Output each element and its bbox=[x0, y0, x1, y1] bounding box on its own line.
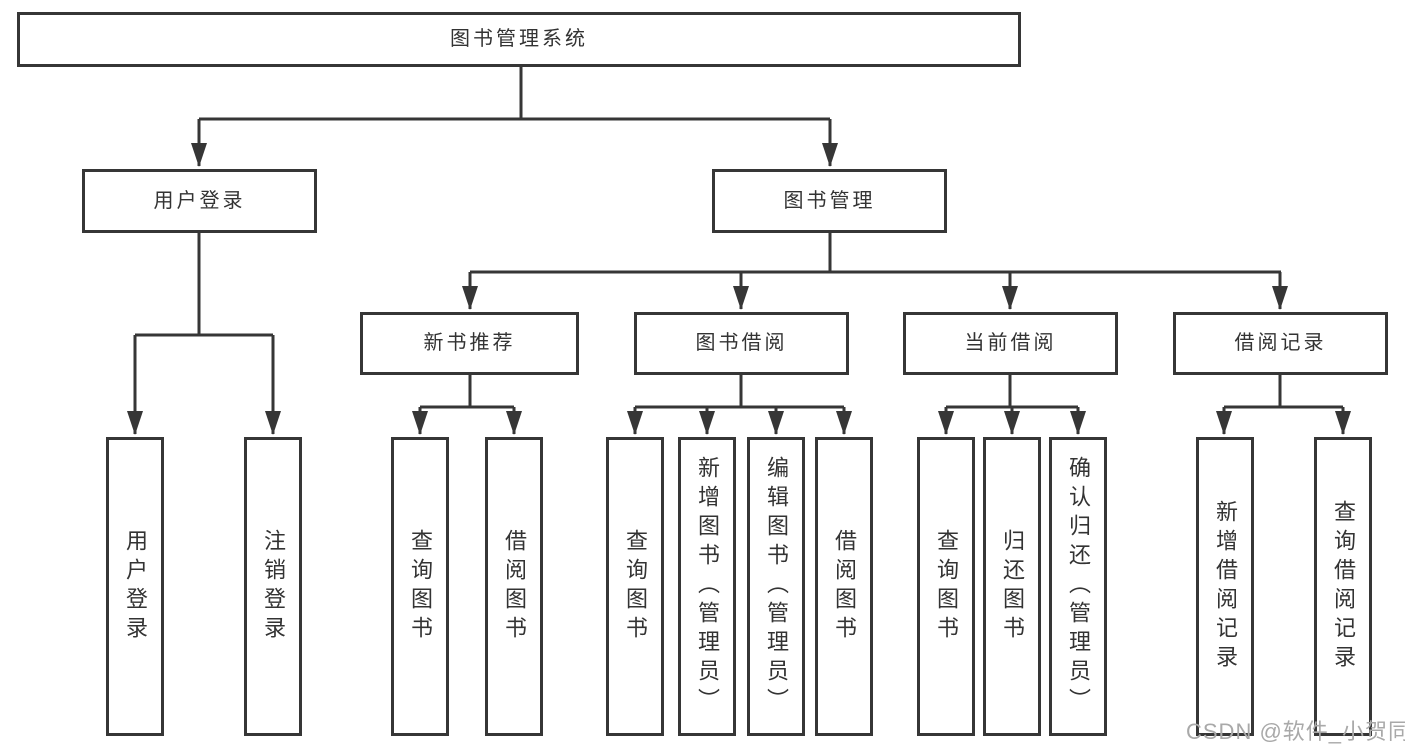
leaf-query-books-borrow: 查询图书 bbox=[606, 437, 664, 736]
leaf-user-login: 用户登录 bbox=[106, 437, 164, 736]
node-current-borrowing: 当前借阅 bbox=[903, 312, 1118, 375]
node-book-borrowing: 图书借阅 bbox=[634, 312, 849, 375]
leaf-return-book: 归还图书 bbox=[983, 437, 1041, 736]
leaf-query-books-current: 查询图书 bbox=[917, 437, 975, 736]
leaf-query-borrow-record: 查询借阅记录 bbox=[1314, 437, 1372, 736]
leaf-borrow-books: 借阅图书 bbox=[815, 437, 873, 736]
leaf-edit-book-admin: 编辑图书（管理员） bbox=[747, 437, 805, 736]
leaf-confirm-return-admin: 确认归还（管理员） bbox=[1049, 437, 1107, 736]
node-library-system-root: 图书管理系统 bbox=[17, 12, 1021, 67]
csdn-watermark: CSDN @软件_小贺同学 bbox=[1186, 719, 1405, 744]
node-borrow-records: 借阅记录 bbox=[1173, 312, 1388, 375]
connector-rails bbox=[135, 67, 1343, 409]
leaf-add-borrow-record: 新增借阅记录 bbox=[1196, 437, 1254, 736]
leaf-logout: 注销登录 bbox=[244, 437, 302, 736]
leaf-borrow-books-recommend: 借阅图书 bbox=[485, 437, 543, 736]
leaf-add-book-admin: 新增图书（管理员） bbox=[678, 437, 736, 736]
connector-arrows bbox=[127, 119, 1351, 435]
node-new-book-recommend: 新书推荐 bbox=[360, 312, 579, 375]
node-book-management: 图书管理 bbox=[712, 169, 947, 233]
node-user-login: 用户登录 bbox=[82, 169, 317, 233]
leaf-query-books-recommend: 查询图书 bbox=[391, 437, 449, 736]
